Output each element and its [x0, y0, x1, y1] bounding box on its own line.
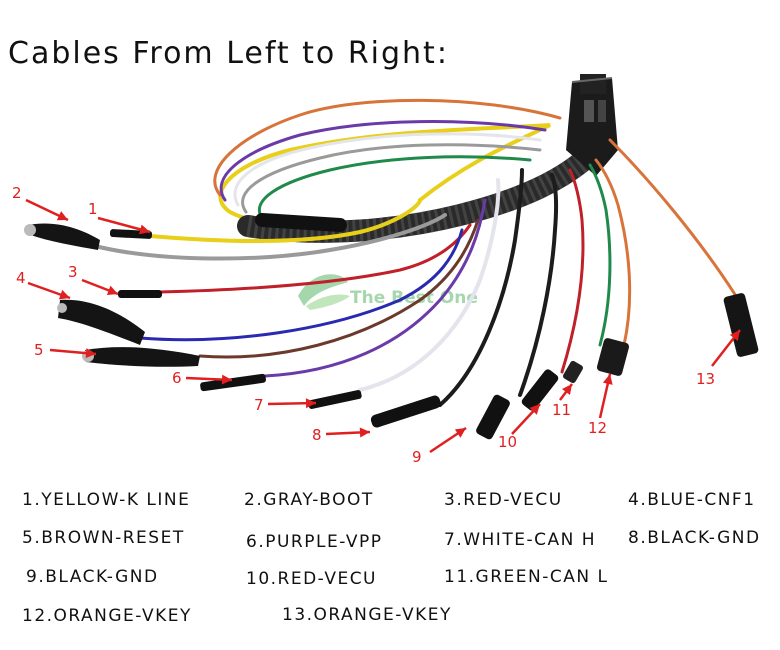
loop-orange: [213, 98, 562, 197]
legend-item-3: 3.RED-VECU: [444, 490, 563, 510]
loop-purple: [219, 120, 547, 202]
arrowhead-3: [106, 285, 118, 296]
marker-2: 2: [12, 184, 22, 202]
arrowhead-13: [729, 330, 740, 341]
arrowhead-6: [221, 374, 232, 385]
legend-item-6: 6.PURPLE-VPP: [246, 532, 383, 552]
wire-white: [358, 178, 501, 392]
marker-1: 1: [88, 200, 98, 218]
wire-yellow: [148, 198, 422, 244]
marker-11: 11: [552, 401, 571, 419]
legend-item-1: 1.YELLOW-K LINE: [22, 490, 191, 510]
tip-6: [200, 373, 266, 392]
arrowhead-1: [139, 224, 150, 235]
arrowhead-2: [56, 211, 68, 221]
wires: [93, 138, 738, 407]
arrowhead-8: [359, 427, 370, 438]
marker-9: 9: [412, 448, 422, 466]
arrowhead-12: [602, 374, 613, 385]
legend-item-4: 4.BLUE-CNF1: [628, 490, 756, 510]
arrowhead-10: [529, 404, 540, 415]
tip-3: [118, 290, 162, 298]
wire-gray: [93, 213, 447, 261]
wire-blue: [138, 228, 464, 342]
wire-purple: [263, 198, 487, 378]
wire-orange-13: [608, 138, 738, 298]
loop-white: [233, 132, 542, 207]
arrowhead-11: [562, 384, 572, 395]
tip-13: [723, 293, 759, 357]
legend-item-9: 9.BLACK-GND: [26, 567, 159, 587]
clip-4: [58, 299, 145, 345]
wire-brown: [198, 218, 480, 359]
legend-item-10: 10.RED-VECU: [246, 569, 378, 589]
wire-green: [588, 163, 612, 347]
legend-item-11: 11.GREEN-CAN L: [444, 567, 609, 587]
arrowhead-9: [454, 428, 466, 438]
marker-10: 10: [498, 433, 517, 451]
arrowhead-5: [85, 348, 96, 359]
arrowhead-7: [305, 398, 316, 409]
obd-connector: [566, 74, 618, 176]
tip-11: [563, 360, 583, 384]
wire-red-10: [560, 168, 585, 374]
marker-3: 3: [68, 263, 78, 281]
marker-12: 12: [588, 419, 607, 437]
legend-item-2: 2.GRAY-BOOT: [244, 490, 374, 510]
page-title: Cables From Left to Right:: [8, 36, 449, 71]
wire-black-8: [438, 168, 524, 407]
wire-orange-12: [594, 158, 632, 347]
clip-tip-4: [57, 303, 67, 313]
cable-loops: [213, 98, 562, 231]
marker-13: 13: [696, 370, 715, 388]
tip-8: [370, 395, 441, 428]
tip-9: [476, 394, 510, 440]
marker-4: 4: [16, 269, 26, 287]
legend-item-12: 12.ORANGE-VKEY: [22, 606, 192, 626]
arrows: [25, 198, 741, 454]
wire-red: [158, 223, 472, 294]
clip-2: [28, 223, 100, 250]
legend-item-7: 7.WHITE-CAN H: [444, 530, 596, 550]
clip-tip-2: [24, 224, 36, 236]
legend-item-5: 5.BROWN-RESET: [22, 528, 185, 548]
tip-12: [596, 338, 630, 376]
marker-6: 6: [172, 369, 182, 387]
clip-5: [85, 347, 200, 367]
arrowhead-4: [58, 289, 70, 300]
braided-sleeve: [237, 139, 606, 243]
marker-7: 7: [254, 396, 264, 414]
watermark-leaf-icon: [306, 294, 350, 310]
legend-item-13: 13.ORANGE-VKEY: [282, 605, 452, 625]
marker-8: 8: [312, 426, 322, 444]
tip-10: [521, 369, 559, 411]
tip-7: [308, 390, 362, 409]
marker-5: 5: [34, 341, 44, 359]
wire-black-9: [518, 173, 558, 397]
loop-gray: [241, 143, 542, 214]
legend-item-8: 8.BLACK-GND: [628, 528, 761, 548]
loop-green: [257, 155, 532, 220]
tips: [24, 223, 759, 440]
